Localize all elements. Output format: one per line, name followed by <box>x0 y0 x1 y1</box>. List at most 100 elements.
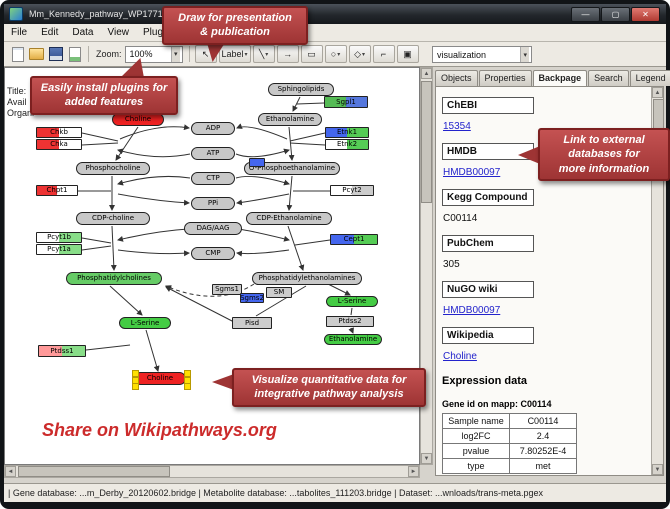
close-button[interactable]: ✕ <box>631 7 660 22</box>
chevron-down-icon[interactable]: ▾ <box>520 47 529 62</box>
pathway-node-pcyt2[interactable]: Pcyt2 <box>330 185 374 196</box>
backpage-link[interactable]: HMDB00097 <box>443 167 501 178</box>
pathway-node-choline[interactable]: Choline <box>132 370 191 390</box>
pathway-node-ptdss2[interactable]: Ptdss2 <box>326 316 374 327</box>
pathway-node-sgms2[interactable]: Sgms2 <box>240 293 264 303</box>
minimize-button[interactable]: — <box>571 7 600 22</box>
pathway-edge <box>235 176 290 186</box>
backpage-section-header: NuGO wiki <box>442 281 534 298</box>
chevron-down-icon[interactable]: ▾ <box>362 51 366 58</box>
pathway-node-choline[interactable]: Choline <box>112 113 164 126</box>
panel-scroll-down-icon[interactable]: ▼ <box>652 464 663 475</box>
arrow-tool[interactable]: → <box>276 45 299 63</box>
scroll-down-icon[interactable]: ▼ <box>421 453 432 464</box>
save-icon[interactable] <box>47 46 64 63</box>
pathway-node-sgms1[interactable]: Sgms1 <box>212 284 242 295</box>
pathway-node-pisd[interactable]: Pisd <box>232 317 272 329</box>
selection-handle[interactable] <box>132 383 139 390</box>
menu-edit[interactable]: Edit <box>41 27 59 38</box>
connector-tool[interactable]: ⌐ <box>372 45 395 63</box>
pathway-edge <box>119 124 190 140</box>
pathway-node-etnk2[interactable]: Etnk2 <box>325 139 369 150</box>
pathway-edge <box>117 228 189 242</box>
pathway-node-ppi[interactable]: PPi <box>191 197 235 210</box>
pathway-node-dag-aag[interactable]: DAG/AAG <box>184 222 242 235</box>
backpage-value: 305 <box>443 259 460 270</box>
pathway-node-cdp-choline[interactable]: CDP-choline <box>76 212 150 225</box>
menu-plugins[interactable]: Plugins <box>142 27 176 38</box>
pathway-node-cdp-ethanolamine[interactable]: CDP-Ethanolamine <box>246 212 332 225</box>
vertical-scroll-thumb[interactable] <box>421 81 432 203</box>
tab-backpage[interactable]: Backpage <box>532 70 588 86</box>
maximize-button[interactable]: ▢ <box>601 7 630 22</box>
pathway-node-ctp[interactable]: CTP <box>191 172 235 185</box>
tab-search[interactable]: Search <box>588 70 629 86</box>
pathway-edge <box>289 142 326 146</box>
pathway-node-unlabeled[interactable] <box>249 158 265 167</box>
panel-scroll-up-icon[interactable]: ▲ <box>652 87 663 98</box>
pathway-node-ethanolamine[interactable]: Ethanolamine <box>324 334 382 345</box>
scroll-left-icon[interactable]: ◄ <box>5 466 16 477</box>
selection-handle[interactable] <box>132 376 139 384</box>
rect-tool[interactable]: ▭ <box>300 45 323 63</box>
zoom-select[interactable]: 100% ▾ <box>124 45 183 63</box>
pathway-node-l-serine[interactable]: L-Serine <box>326 296 378 307</box>
pathway-node-o-phosphoethanolamine[interactable]: O-Phosphoethanolamine <box>244 162 340 175</box>
share-wikipathways-text: Share on Wikipathways.org <box>42 420 277 440</box>
chevron-down-icon[interactable]: ▾ <box>337 51 341 58</box>
pathway-meta-label: Avail <box>7 97 27 107</box>
tab-legend[interactable]: Legend <box>629 70 670 86</box>
pathway-node-ethanolamine[interactable]: Ethanolamine <box>258 113 322 126</box>
pathway-node-sgpl1[interactable]: Sgpl1 <box>324 96 368 108</box>
horizontal-scroll-thumb[interactable] <box>18 466 170 477</box>
pathway-node-sm[interactable]: SM <box>266 287 292 298</box>
backpage-link[interactable]: 15354 <box>443 121 471 132</box>
shape-tool[interactable]: ◇▾ <box>348 45 371 63</box>
title-bar[interactable]: Mm_Kennedy_pathway_WP1771_45176.gpml — ▢… <box>4 4 666 24</box>
pathway-node-l-serine[interactable]: L-Serine <box>119 317 171 329</box>
pathway-node-chka[interactable]: Chka <box>36 139 82 150</box>
pathway-node-cmp[interactable]: CMP <box>191 247 235 260</box>
scroll-up-icon[interactable]: ▲ <box>421 68 432 79</box>
visualization-select[interactable]: visualization ▾ <box>432 46 532 63</box>
open-file-icon[interactable] <box>28 46 45 63</box>
menu-file[interactable]: File <box>11 27 28 38</box>
scroll-right-icon[interactable]: ► <box>408 466 419 477</box>
template-tool[interactable]: ▣ <box>396 45 419 63</box>
new-file-icon[interactable] <box>9 46 26 63</box>
selection-handle[interactable] <box>184 383 191 390</box>
pathway-node-chkb[interactable]: Chkb <box>36 127 82 138</box>
pathway-node-cept1[interactable]: Cept1 <box>330 234 378 245</box>
menu-data[interactable]: Data <box>72 27 94 38</box>
pathway-edge <box>81 132 119 142</box>
oval-tool[interactable]: ○▾ <box>324 45 347 63</box>
pathway-node-pcyt1b[interactable]: Pcyt1b <box>36 232 82 243</box>
tab-properties[interactable]: Properties <box>478 70 532 86</box>
selection-handle[interactable] <box>184 376 191 384</box>
backpage-link[interactable]: Choline <box>443 351 477 362</box>
pathway-node-etnk1[interactable]: Etnk1 <box>325 127 369 138</box>
vertical-scrollbar[interactable]: ▲ ▼ <box>420 67 433 465</box>
backpage-link[interactable]: HMDB00097 <box>443 305 501 316</box>
chevron-down-icon[interactable]: ▾ <box>265 51 269 58</box>
menu-view[interactable]: View <box>107 27 129 38</box>
pathway-edge <box>286 175 293 211</box>
pathway-node-adp[interactable]: ADP <box>191 122 235 135</box>
line-tool[interactable]: ╲▾ <box>252 45 275 63</box>
chevron-down-icon[interactable]: ▾ <box>244 51 248 58</box>
pathway-edge <box>165 286 235 323</box>
pathway-node-pcyt1a[interactable]: Pcyt1a <box>36 244 82 255</box>
tab-objects[interactable]: Objects <box>435 70 478 86</box>
horizontal-scrollbar[interactable]: ◄ ► <box>4 465 420 478</box>
import-icon[interactable] <box>66 46 83 63</box>
pathway-node-phosphatidylethanolamines[interactable]: Phosphatidylethanolamines <box>252 272 362 285</box>
pathway-node-chpt1[interactable]: Chpt1 <box>36 185 78 196</box>
chevron-down-icon[interactable]: ▾ <box>171 46 180 62</box>
pathway-node-atp[interactable]: ATP <box>191 147 235 160</box>
label-tool[interactable]: Label▾ <box>218 45 251 63</box>
pathway-node-ptdss1[interactable]: Ptdss1 <box>38 345 86 357</box>
pathway-node-phosphocholine[interactable]: Phosphocholine <box>76 162 150 175</box>
pathway-node-phosphatidylcholines[interactable]: Phosphatidylcholines <box>66 272 162 285</box>
pathway-edge <box>327 283 351 296</box>
pathway-node-sphingolipids[interactable]: Sphingolipids <box>268 83 334 96</box>
